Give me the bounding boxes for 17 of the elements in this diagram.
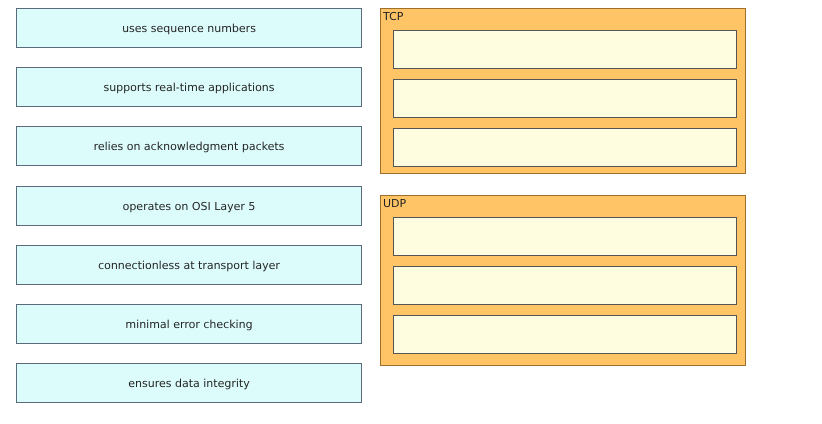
panel-heading: TCP (383, 10, 404, 23)
answer-option: connectionless at transport layer (16, 245, 362, 285)
answer-option: uses sequence numbers (16, 8, 362, 48)
category-panel (380, 8, 746, 174)
drop-slot (393, 30, 737, 69)
answer-option: supports real-time applications (16, 67, 362, 107)
drop-slot (393, 266, 737, 305)
drop-slot (393, 217, 737, 256)
answer-option: operates on OSI Layer 5 (16, 186, 362, 226)
drop-slot (393, 79, 737, 118)
panel-heading: UDP (383, 197, 406, 210)
answer-option: ensures data integrity (16, 363, 362, 403)
answer-option: relies on acknowledgment packets (16, 126, 362, 166)
answer-option: minimal error checking (16, 304, 362, 344)
drop-slot (393, 128, 737, 167)
drop-slot (393, 315, 737, 354)
category-panel (380, 195, 746, 366)
